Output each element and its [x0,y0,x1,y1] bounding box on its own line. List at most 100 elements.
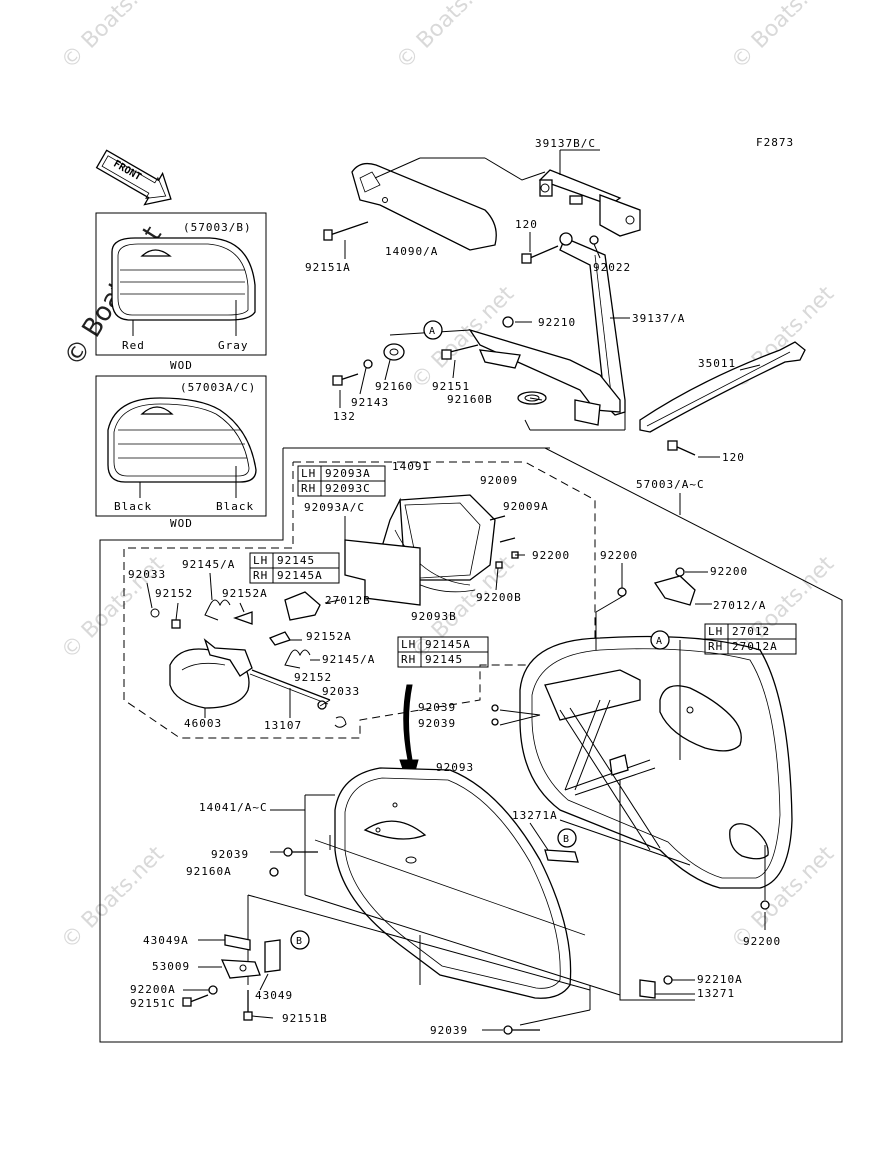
inset-right-color: Black [216,500,254,513]
watermark-text: © Boats.net [57,0,170,74]
part-label: 92160A [186,865,232,878]
table-rh-value: 92145A [277,569,323,582]
hinge-parts [182,704,695,1035]
part-label: 14090/A [385,245,438,258]
part-label: 92152 [155,587,193,600]
lh-rh-table-92145a: LH 92145A RH 92145 [397,636,489,668]
table-lh-label: LH [253,554,268,567]
inset-left-color: Black [114,500,152,513]
part-label: 92151 [432,380,470,393]
part-label: 92200 [600,549,638,562]
part-label: 92210A [697,973,743,986]
latch-parts [150,494,519,728]
part-label: 92033 [128,568,166,581]
part-label: 92039 [418,701,456,714]
table-rh-value: 27012A [732,640,778,653]
inset-left-color: Red [122,339,145,352]
part-label: 92093B [411,610,457,623]
part-label: 92151B [282,1012,328,1025]
callout-letter: B [296,936,303,947]
part-label: 13271 [697,987,735,1000]
part-label: 92200 [743,935,781,948]
part-label: 39137/A [632,312,685,325]
table-lh-label: LH [708,625,723,638]
table-rh-label: RH [253,569,268,582]
inset-part-number: (57003/B) [183,221,252,234]
callout-letter: B [563,834,570,845]
table-rh-value: 92093C [325,482,371,495]
part-label: 43049A [143,934,189,947]
table-lh-label: LH [301,467,316,480]
callout-b-body: B [557,828,577,848]
part-label: 43049 [255,989,293,1002]
part-label: 92210 [538,316,576,329]
table-lh-value: 27012 [732,625,770,638]
part-label: 27012/A [713,599,766,612]
table-rh-label: RH [401,653,416,666]
part-label: 53009 [152,960,190,973]
front-arrow-icon: FRONT [95,149,172,206]
main-frame-outline [99,447,843,1043]
part-label: 13107 [264,719,302,732]
part-label: 92009A [503,500,549,513]
part-label: 92093A/C [304,501,365,514]
part-label: 92200A [130,983,176,996]
saddlebag-body [519,567,793,910]
part-labels: 39137B/C 14090/A 92151A 120 92022 39137/… [128,137,781,1037]
part-label: 92160 [375,380,413,393]
part-label: 92093 [436,761,474,774]
rack-assembly [323,149,806,456]
part-label: 92160B [447,393,493,406]
inset-note: WOD [170,359,193,372]
callout-letter: A [429,326,436,337]
part-label: 92151A [305,261,351,274]
table-rh-label: RH [708,640,723,653]
part-label: 92022 [593,261,631,274]
part-label: 92151C [130,997,176,1010]
part-label: 35011 [698,357,736,370]
part-label: 46003 [184,717,222,730]
callout-letter: A [656,636,663,647]
table-lh-label: LH [401,638,416,651]
table-lh-value: 92093A [325,467,371,480]
callout-a-top: A [423,320,443,340]
callout-b-hinge: B [290,930,310,950]
part-label: 120 [722,451,745,464]
part-label: 27012B [325,594,371,607]
part-label: 92145/A [182,558,235,571]
part-label: 92200B [476,591,522,604]
part-label: 92200 [532,549,570,562]
latch-subassembly-boundary [123,461,596,739]
diagram-code: F2873 [756,136,794,149]
table-rh-value: 92145 [425,653,463,666]
lh-rh-table-27012: LH 27012 RH 27012A [704,623,797,655]
inset-note: WOD [170,517,193,530]
table-lh-value: 92145 [277,554,315,567]
part-label: 120 [515,218,538,231]
leader-lines [146,232,766,1031]
watermark-text: © Boats.net [727,0,840,74]
part-label: 92200 [710,565,748,578]
lh-rh-table-92093: LH 92093A RH 92093C [297,465,386,497]
inset-part-number: (57003A/C) [180,381,256,394]
watermark-text: © Boats.net [407,281,520,394]
part-label: 92039 [418,717,456,730]
part-label: 57003/A~C [636,478,705,491]
part-label: 13271A [512,809,558,822]
part-label: 39137B/C [535,137,596,150]
part-label: 92152A [306,630,352,643]
part-label: 92152 [294,671,332,684]
part-label: 92009 [480,474,518,487]
part-label: 14091 [392,460,430,473]
part-label: 14041/A~C [199,801,268,814]
table-rh-label: RH [301,482,316,495]
part-label: 92039 [211,848,249,861]
inset-saddlebag-57003b: (57003/B) Red Gray WOD [95,212,267,372]
part-label: 132 [333,410,356,423]
inset-right-color: Gray [218,339,249,352]
watermark-text: © Boats.net [392,0,505,74]
part-label: 92143 [351,396,389,409]
part-label: 92145/A [322,653,375,666]
part-label: 92039 [430,1024,468,1037]
